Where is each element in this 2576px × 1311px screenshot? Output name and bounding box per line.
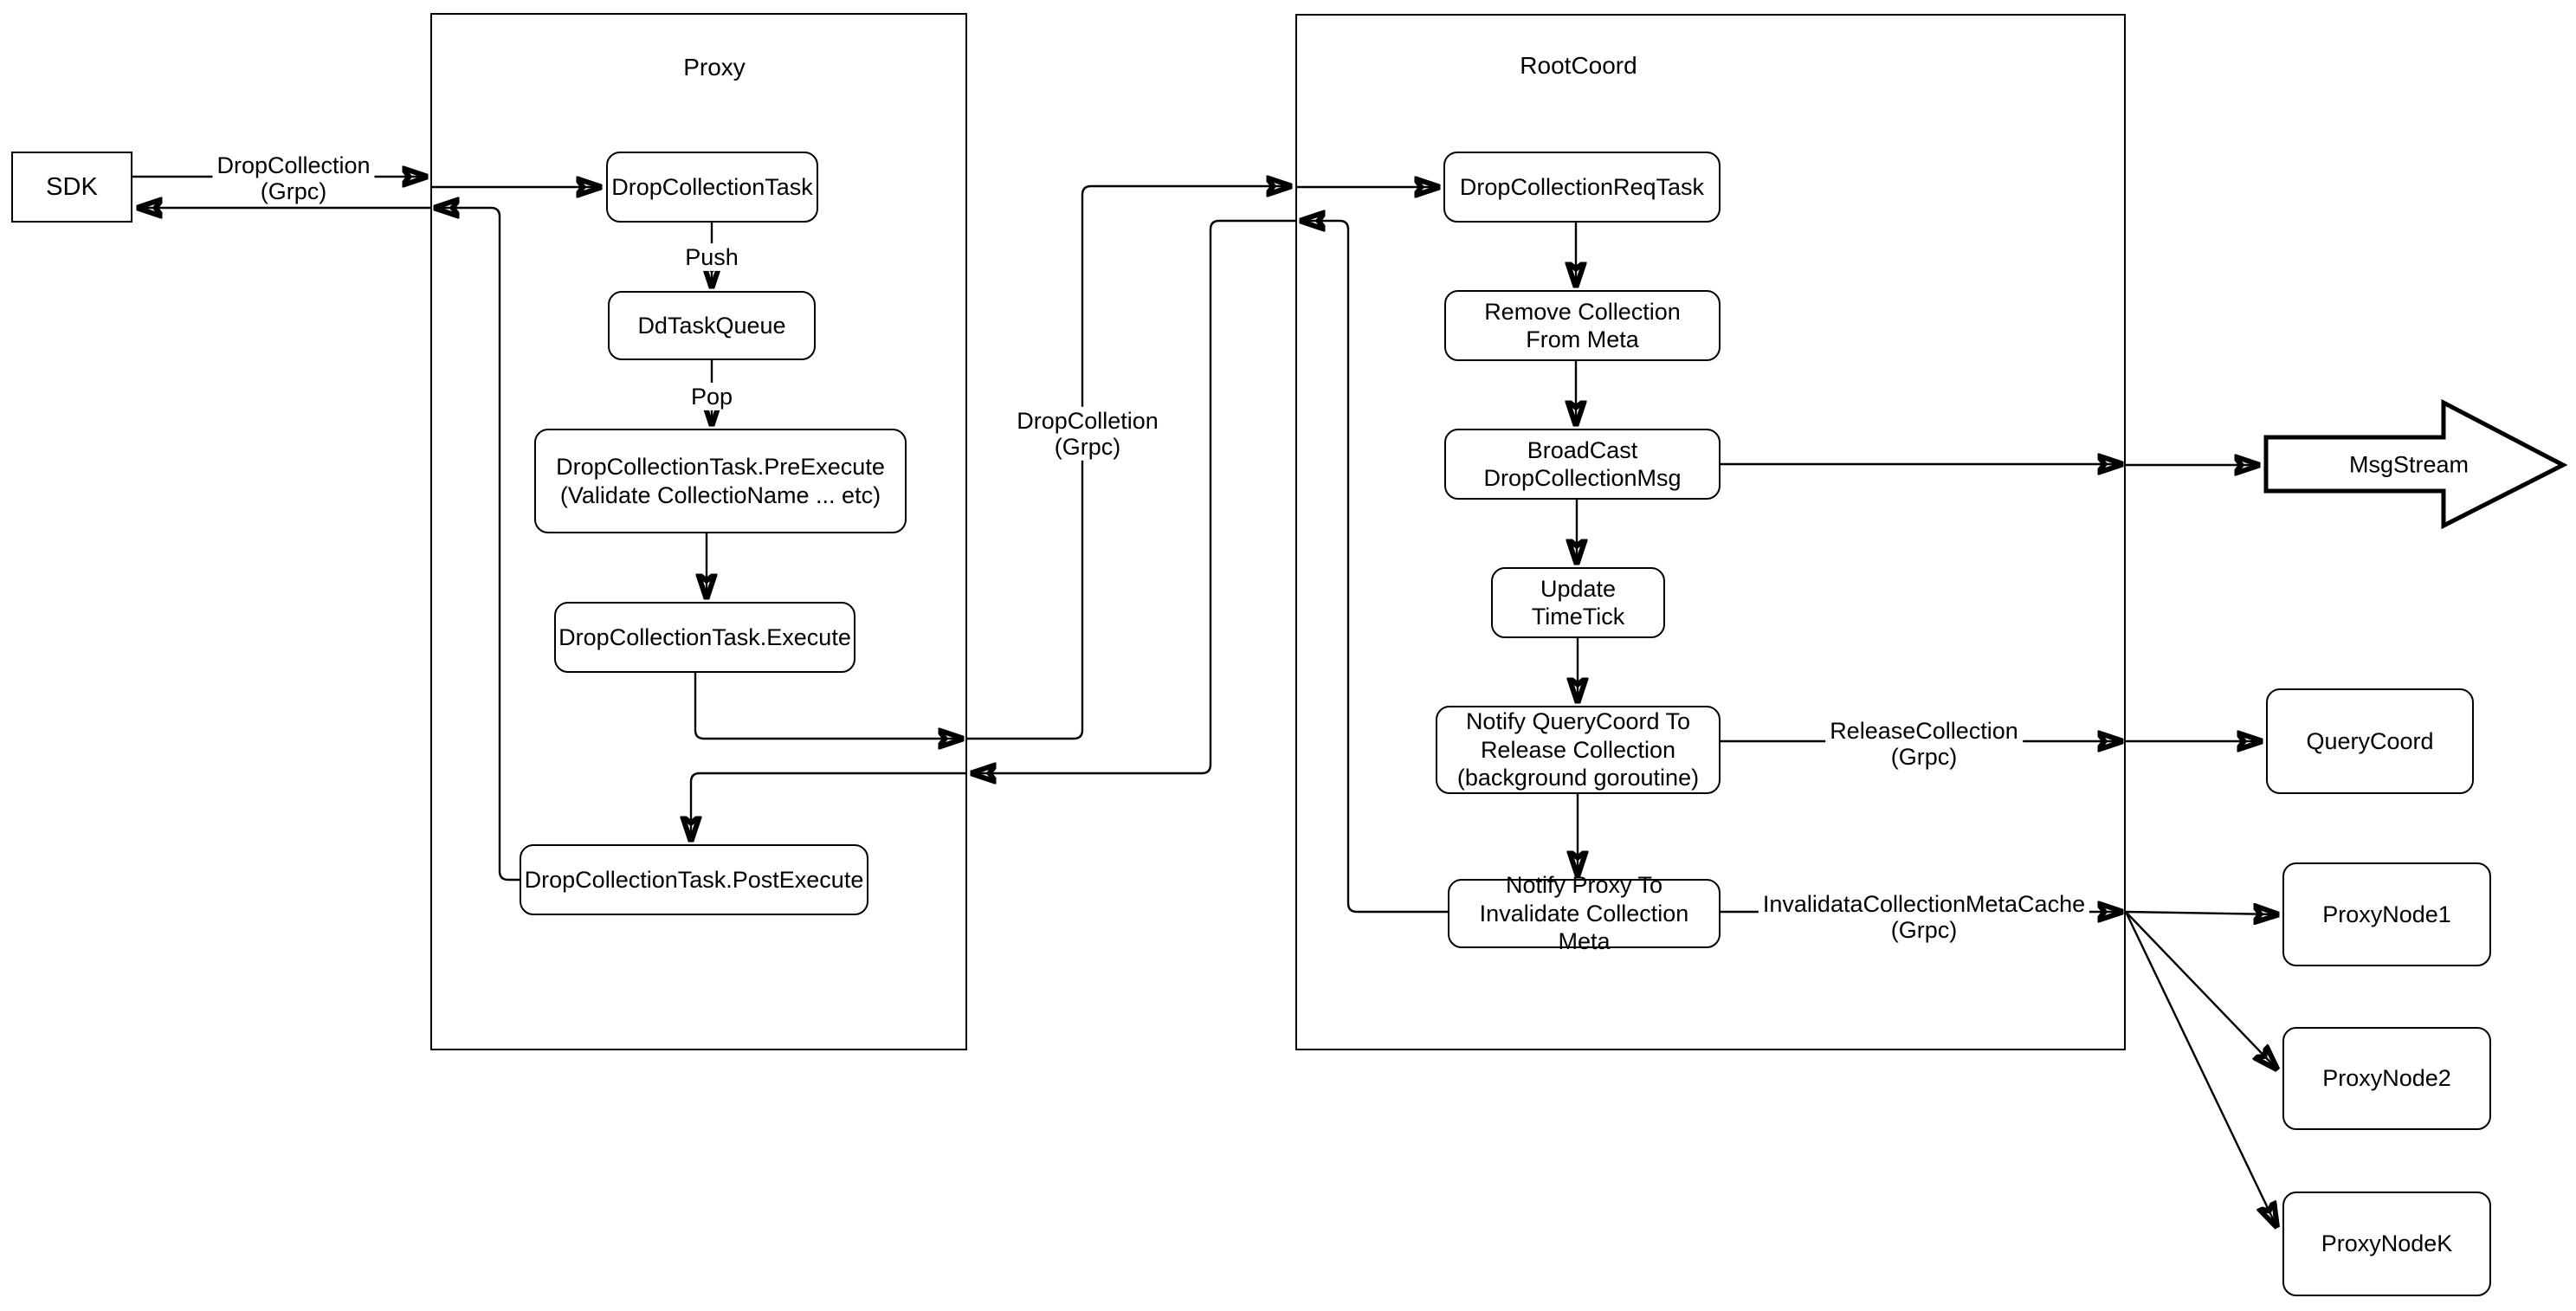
node-dd-task-queue: DdTaskQueue — [608, 291, 816, 360]
msgstream-label: MsgStream — [2348, 451, 2469, 478]
node-execute: DropCollectionTask.Execute — [554, 602, 855, 673]
edge-label-dropcolletion-grpc: DropColletion (Grpc) — [1012, 406, 1163, 462]
msgstream-arrow-shape — [2263, 398, 2568, 530]
edge-proxy-border-to-rootcoord-border — [967, 186, 1290, 740]
proxy-container — [430, 13, 967, 1050]
edge-border-to-proxynodek — [2124, 911, 2276, 1226]
node-remove-collection-from-meta: Remove Collection From Meta — [1444, 290, 1721, 361]
node-post-execute: DropCollectionTask.PostExecute — [520, 844, 868, 915]
node-proxynode1: ProxyNode1 — [2282, 862, 2491, 966]
node-sdk: SDK — [11, 152, 132, 223]
node-update-timetick: Update TimeTick — [1491, 567, 1665, 638]
node-broadcast-dropcollectionmsg: BroadCast DropCollectionMsg — [1444, 429, 1721, 500]
edge-proxy-border-to-postexecute — [691, 772, 967, 840]
rootcoord-container-title: RootCoord — [1520, 52, 1637, 79]
rootcoord-container — [1295, 14, 2126, 1050]
node-querycoord: QueryCoord — [2266, 688, 2474, 794]
proxy-container-title: Proxy — [683, 54, 746, 81]
edge-label-pop: Pop — [686, 382, 738, 411]
node-drop-collection-req-task: DropCollectionReqTask — [1443, 152, 1721, 223]
node-proxynodek: ProxyNodeK — [2282, 1192, 2491, 1296]
edge-border-to-proxynode2 — [2125, 911, 2276, 1069]
edge-label-dropcollection-grpc: DropCollection (Grpc) — [212, 151, 375, 206]
edge-label-releasecollection-grpc: ReleaseCollection (Grpc) — [1825, 716, 2023, 772]
node-proxynode2: ProxyNode2 — [2282, 1027, 2491, 1130]
edge-label-invalidatacollectionmetacache-grpc: InvalidataCollectionMetaCache (Grpc) — [1758, 889, 2090, 945]
edge-rootcoord-border-to-proxy-border-return — [972, 219, 1295, 773]
node-pre-execute: DropCollectionTask.PreExecute (Validate … — [534, 429, 907, 533]
edge-execute-to-proxy-border — [694, 673, 962, 739]
edge-border-to-proxynode1 — [2125, 912, 2277, 914]
node-notify-querycoord: Notify QueryCoord To Release Collection … — [1436, 706, 1721, 794]
node-notify-proxy: Notify Proxy To Invalidate Collection Me… — [1448, 872, 1721, 954]
node-drop-collection-task: DropCollectionTask — [606, 152, 818, 223]
edge-label-push: Push — [681, 242, 743, 272]
edge-notifyproxy-to-rootcoord-left-border — [1301, 221, 1448, 914]
edge-postexecute-to-proxy-border — [436, 208, 520, 882]
